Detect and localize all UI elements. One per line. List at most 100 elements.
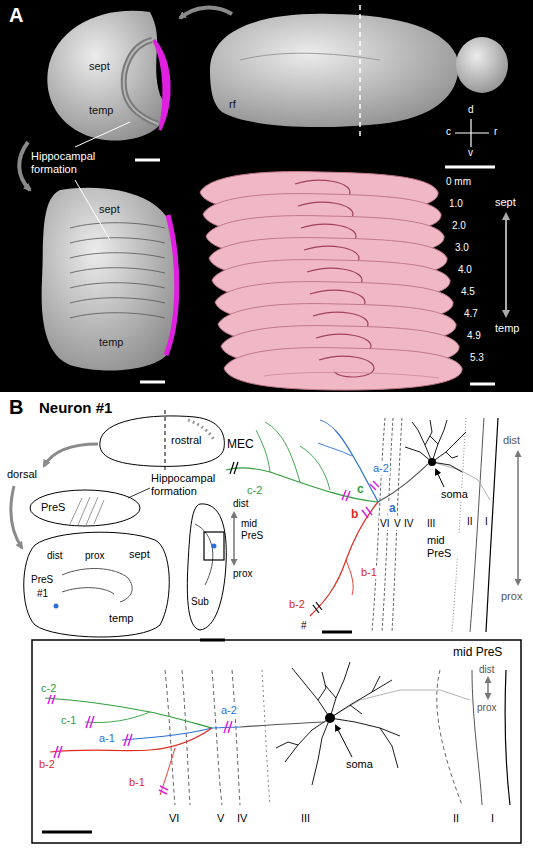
rotation-arrow <box>44 444 98 466</box>
figure-label: II <box>452 812 460 825</box>
figure-label: IV <box>403 518 414 530</box>
neuron-trace <box>412 422 432 462</box>
neuron-trace <box>432 462 490 500</box>
slice-outline <box>187 504 226 630</box>
scale-bar <box>135 159 160 162</box>
figure-label: prox <box>476 702 497 714</box>
axis-arrow <box>233 513 235 564</box>
axis-arrow <box>505 214 507 316</box>
figure-label: b-1 <box>360 566 378 579</box>
leader-line <box>75 122 130 240</box>
neuron-trace <box>325 685 336 698</box>
figure-label: IV <box>236 812 248 825</box>
figure-label: A <box>8 4 24 27</box>
layer-boundary <box>372 418 498 632</box>
tissue-slice <box>224 348 462 390</box>
brain-reconstruction <box>166 215 177 355</box>
figure-label: prox <box>232 568 253 580</box>
neuron-trace <box>430 436 438 444</box>
orientation-compass <box>455 119 489 147</box>
cut-mark <box>230 462 322 613</box>
figure-label: VI <box>168 812 180 825</box>
cut-mark <box>346 491 350 501</box>
cut-mark <box>366 507 372 515</box>
brain-lateral <box>359 5 361 140</box>
pointer-arrow <box>436 470 444 487</box>
figure-label: MEC <box>226 438 255 452</box>
cut-mark <box>362 510 368 518</box>
brain-medial <box>124 40 158 124</box>
figure-label: 5.3 <box>469 352 485 364</box>
figure-label: mid PreS <box>240 518 272 541</box>
figure-label: # <box>300 620 308 632</box>
figure-label: c <box>445 126 452 138</box>
neuron-trace <box>50 728 212 752</box>
orientation-compass <box>455 132 489 133</box>
cut-mark <box>128 734 132 746</box>
figure-label: Sub <box>190 596 210 608</box>
soma <box>428 458 436 466</box>
neuron-trace <box>425 420 432 445</box>
neuron-trace <box>320 420 335 430</box>
figure-label: I <box>484 516 489 528</box>
figure-label: prox <box>84 550 105 562</box>
figure-label: c-2 <box>40 682 57 695</box>
scale-bar <box>445 166 495 169</box>
figure-label: dist <box>46 550 64 562</box>
cut-mark <box>342 481 379 518</box>
figure-label: III <box>300 812 311 825</box>
figure-label: 4.7 <box>463 308 479 320</box>
figure-label: a-2 <box>372 462 390 475</box>
layer-boundary <box>182 670 190 805</box>
figure-label: rostral <box>170 434 203 447</box>
figure-label: 1.0 <box>448 198 464 210</box>
brain-reconstruction <box>70 313 165 318</box>
brain-reconstruction <box>42 188 177 371</box>
figure-label: Hippocampal formation <box>30 150 112 175</box>
rotation-arrow <box>11 486 22 548</box>
brain-reconstruction <box>70 223 165 228</box>
hatched-region <box>94 500 104 524</box>
figure-label: mid PreS <box>426 534 468 559</box>
section-line <box>165 410 166 472</box>
hatched-region <box>70 497 104 525</box>
cut-mark <box>159 790 167 794</box>
cut-mark <box>234 462 238 474</box>
cut-mark <box>316 602 322 610</box>
figure-label: 4.0 <box>457 264 473 276</box>
tissue-slice <box>224 348 462 390</box>
neuron-trace <box>405 447 432 462</box>
layer-boundary <box>392 418 402 632</box>
layer-boundary <box>165 670 175 805</box>
figure-label: dist <box>502 434 521 447</box>
soma <box>325 713 335 723</box>
hatched-region <box>86 497 98 525</box>
scale-bar <box>140 381 165 384</box>
figure-label: Hippocampal formation <box>150 472 224 497</box>
figure-label: PreS <box>30 574 54 586</box>
figure-label: soma <box>440 488 469 501</box>
soma-position <box>212 544 217 549</box>
brain-reconstruction <box>70 298 165 303</box>
cut-mark <box>86 716 90 728</box>
cut-mark <box>58 746 62 758</box>
figure-label: b-2 <box>38 758 56 771</box>
brain-outline <box>100 416 225 466</box>
figure-label: d <box>467 104 475 116</box>
brain-reconstruction <box>70 238 165 243</box>
neuron-trace <box>45 662 470 795</box>
brain-medial <box>124 40 158 124</box>
neuron-trace <box>372 676 380 692</box>
neuron-trace <box>292 668 330 718</box>
figure-label: sept <box>88 60 111 73</box>
cut-mark <box>160 786 168 790</box>
brain-reconstruction <box>42 188 177 371</box>
tissue-slice <box>264 372 439 378</box>
figure-label: temp <box>88 104 114 117</box>
figure-label: 4.9 <box>466 330 482 342</box>
figure-label: dist <box>232 498 250 510</box>
scale-bar <box>470 383 495 386</box>
figure-label: a-2 <box>220 704 238 717</box>
neuron-trace <box>45 698 212 728</box>
